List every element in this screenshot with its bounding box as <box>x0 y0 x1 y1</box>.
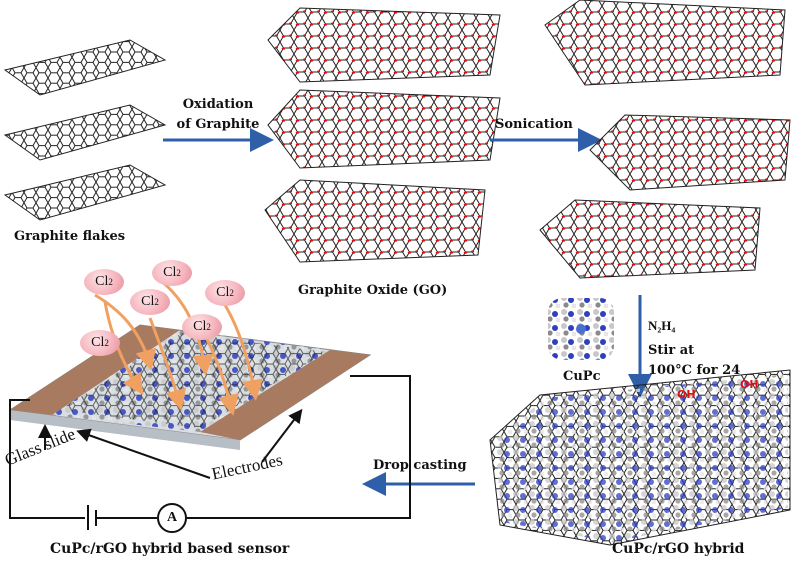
sensor-label: CuPc/rGO hybrid based sensor <box>50 541 290 557</box>
graphite-sheet-3 <box>3 164 167 221</box>
graphite-sheet-1 <box>3 39 167 96</box>
stir-label-line1: Stir at <box>648 343 695 358</box>
circuit-wire-right <box>186 375 411 519</box>
electrodes-pointer-left <box>76 428 211 479</box>
drop-casting-label: Drop casting <box>373 458 467 473</box>
gas-arrow-2 <box>94 293 156 371</box>
cl2-symbol: Cl <box>163 265 177 280</box>
ammeter-label: A <box>167 510 178 525</box>
graphite-flakes <box>3 39 167 221</box>
rgo-network <box>60 333 326 428</box>
gas-arrow-3 <box>148 317 186 411</box>
cl2-subscript: 2 <box>229 288 234 298</box>
cl2-subscript: 2 <box>104 338 109 348</box>
electrodes-pointer-right <box>261 408 303 463</box>
circuit <box>9 375 411 533</box>
exfoliated-sheet-3 <box>539 199 761 279</box>
oxidation-label-line1: Oxidation <box>182 97 254 112</box>
n2h4-label: N₂H₄ <box>648 318 676 333</box>
go-sheet-2 <box>267 89 501 169</box>
circuit-wire-left <box>9 399 85 519</box>
cl2-subscript: 2 <box>108 277 113 287</box>
graphite-oxide-stack <box>264 7 501 263</box>
cl2-symbol: Cl <box>193 319 207 334</box>
cl2-symbol: Cl <box>216 285 230 300</box>
electrode-right <box>200 350 370 440</box>
cl2-subscript: 2 <box>176 268 181 278</box>
hybrid-label: CuPc/rGO hybrid <box>612 541 745 557</box>
gas-arrow-6 <box>223 304 263 401</box>
graphite-flakes-label: Graphite flakes <box>14 229 126 244</box>
go-sheet-1 <box>267 7 501 83</box>
exfoliated-sheet-1 <box>544 0 786 86</box>
hybrid-structure: OH OH <box>489 369 791 546</box>
exfoliated-sheet-2 <box>589 114 791 191</box>
hybrid-molecules <box>495 374 788 542</box>
stir-label-line2: 100°C for 24 <box>648 363 741 378</box>
oxidation-label: Oxidation of Graphite <box>166 95 270 135</box>
cl2-symbol: Cl <box>95 274 109 289</box>
cupc-label: CuPc <box>563 369 601 384</box>
svg-text:OH: OH <box>740 378 759 391</box>
cl2-symbol: Cl <box>91 335 105 350</box>
cl2-subscript: 2 <box>206 322 211 332</box>
glass-slide-edge <box>10 410 240 450</box>
oxidation-label-line2: of Graphite <box>176 117 260 132</box>
graphite-sheet-2 <box>3 104 167 161</box>
stir-label: Stir at 100°C for 24 <box>648 341 740 381</box>
exfoliated-go <box>539 0 791 279</box>
sonication-label: Sonication <box>495 117 573 132</box>
go-sheet-3 <box>264 179 486 263</box>
cl2-subscript: 2 <box>154 297 159 307</box>
svg-text:OH: OH <box>677 388 696 401</box>
electrode-left <box>10 325 180 415</box>
gas-arrow-5 <box>203 334 239 416</box>
graphite-oxide-label: Graphite Oxide (GO) <box>298 283 448 298</box>
cupc-molecule <box>548 298 614 360</box>
cl2-symbol: Cl <box>141 294 155 309</box>
